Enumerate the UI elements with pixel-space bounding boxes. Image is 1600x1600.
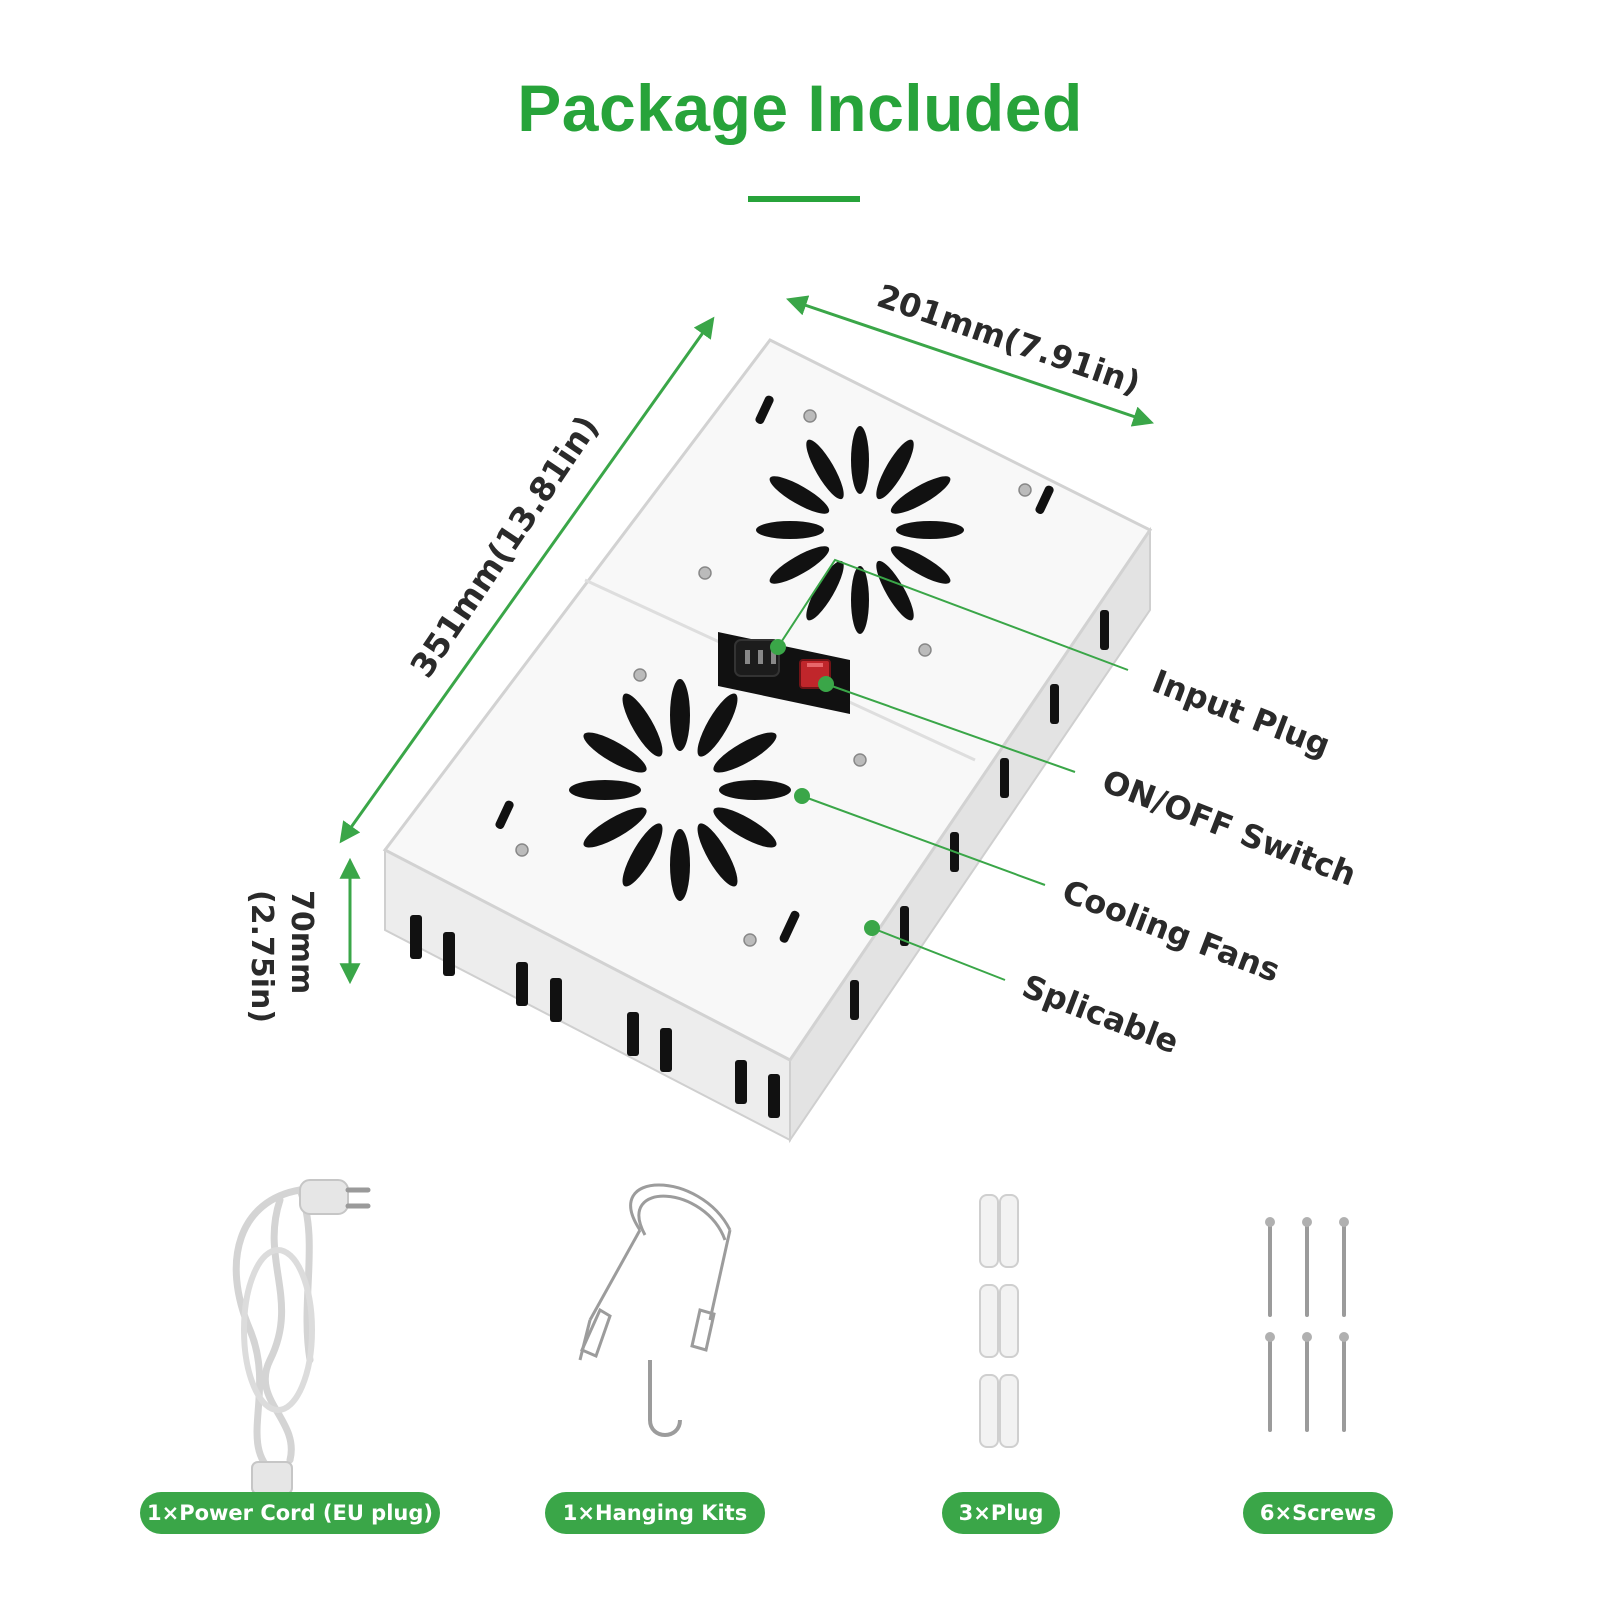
side-vents xyxy=(410,915,780,1118)
item-label-screws: 6×Screws xyxy=(1243,1492,1393,1534)
height-label-mm: 70mm xyxy=(284,890,319,994)
fan-top-icon xyxy=(756,426,964,634)
power-cord-icon xyxy=(232,1179,371,1495)
screw-icon xyxy=(1265,1217,1349,1432)
power-socket xyxy=(718,632,850,714)
width-dimension-line xyxy=(786,295,1154,427)
callout-input-plug: Input Plug xyxy=(1147,662,1335,764)
item-label-plug: 3×Plug xyxy=(942,1492,1060,1534)
item-label-hanging-kits: 1×Hanging Kits xyxy=(545,1492,765,1534)
callout-splicable: Splicable xyxy=(1017,967,1184,1061)
length-dimension-line xyxy=(339,316,715,844)
item-label-power-cord: 1×Power Cord (EU plug) xyxy=(140,1492,440,1534)
driver-box xyxy=(382,338,1153,1144)
wall-plug-icon xyxy=(979,1194,1019,1448)
height-label-in: (2.75in) xyxy=(244,890,279,1023)
page-title: Package Included xyxy=(517,71,1083,145)
callout-lines xyxy=(777,558,1129,981)
callout-on-off-switch: ON/OFF Switch xyxy=(1097,762,1361,894)
right-side-vents xyxy=(850,610,1109,1020)
title-underline xyxy=(748,196,860,202)
width-label: 201mm(7.91in) xyxy=(872,277,1145,403)
callout-cooling-fans: Cooling Fans xyxy=(1057,872,1285,990)
callout-dots xyxy=(770,639,880,936)
hanging-kit-icon xyxy=(578,1183,732,1437)
